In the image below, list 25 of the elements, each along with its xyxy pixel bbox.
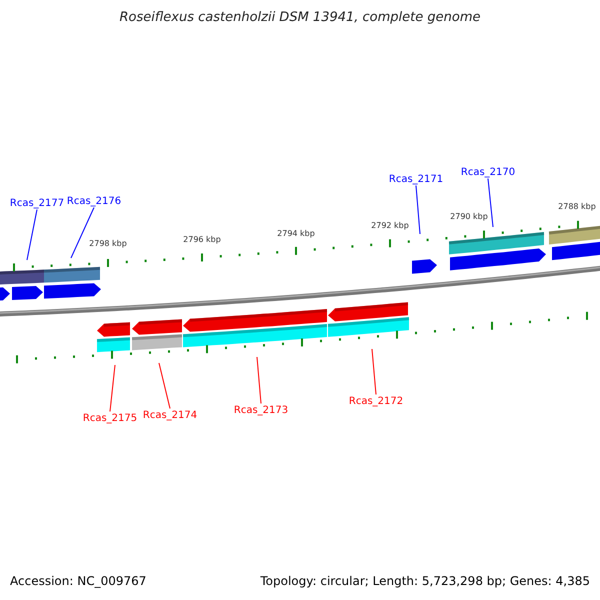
scale-label: 2788 kbp	[558, 203, 596, 212]
gene-label: Rcas_2174	[142, 410, 198, 420]
info-text: Accession: NC_009767	[10, 575, 146, 588]
scale-label: 2798 kbp	[89, 240, 127, 249]
leader-line	[70, 207, 94, 258]
scale-label: 2796 kbp	[183, 236, 221, 245]
map-title: Roseiflexus castenholzii DSM 13941, complete genome	[118, 11, 482, 26]
leader-line	[372, 348, 376, 395]
gene-label: Rcas_2171	[388, 174, 444, 184]
scale-label: 2794 kbp	[277, 230, 315, 239]
scale-label: 2790 kbp	[450, 213, 488, 222]
leader-line	[158, 362, 170, 409]
leader-line	[110, 364, 116, 412]
gene-label: Rcas_2172	[348, 396, 404, 406]
gene-label: Rcas_2176	[66, 196, 122, 206]
gene-label: Rcas_2170	[460, 166, 516, 178]
gene-label: Rcas_2175	[82, 412, 138, 424]
leader-line	[416, 185, 420, 234]
scale-label: 2792 kbp	[371, 222, 409, 231]
leader-line	[256, 356, 262, 404]
info-text: Topology: circular; Length: 5,723,298 bp; Genes: 4,385	[260, 575, 590, 588]
gene-label: Rcas_2173	[232, 404, 290, 416]
leader-line	[488, 178, 494, 228]
leader-line	[26, 209, 38, 260]
gene-label: Rcas_2177	[8, 198, 66, 208]
